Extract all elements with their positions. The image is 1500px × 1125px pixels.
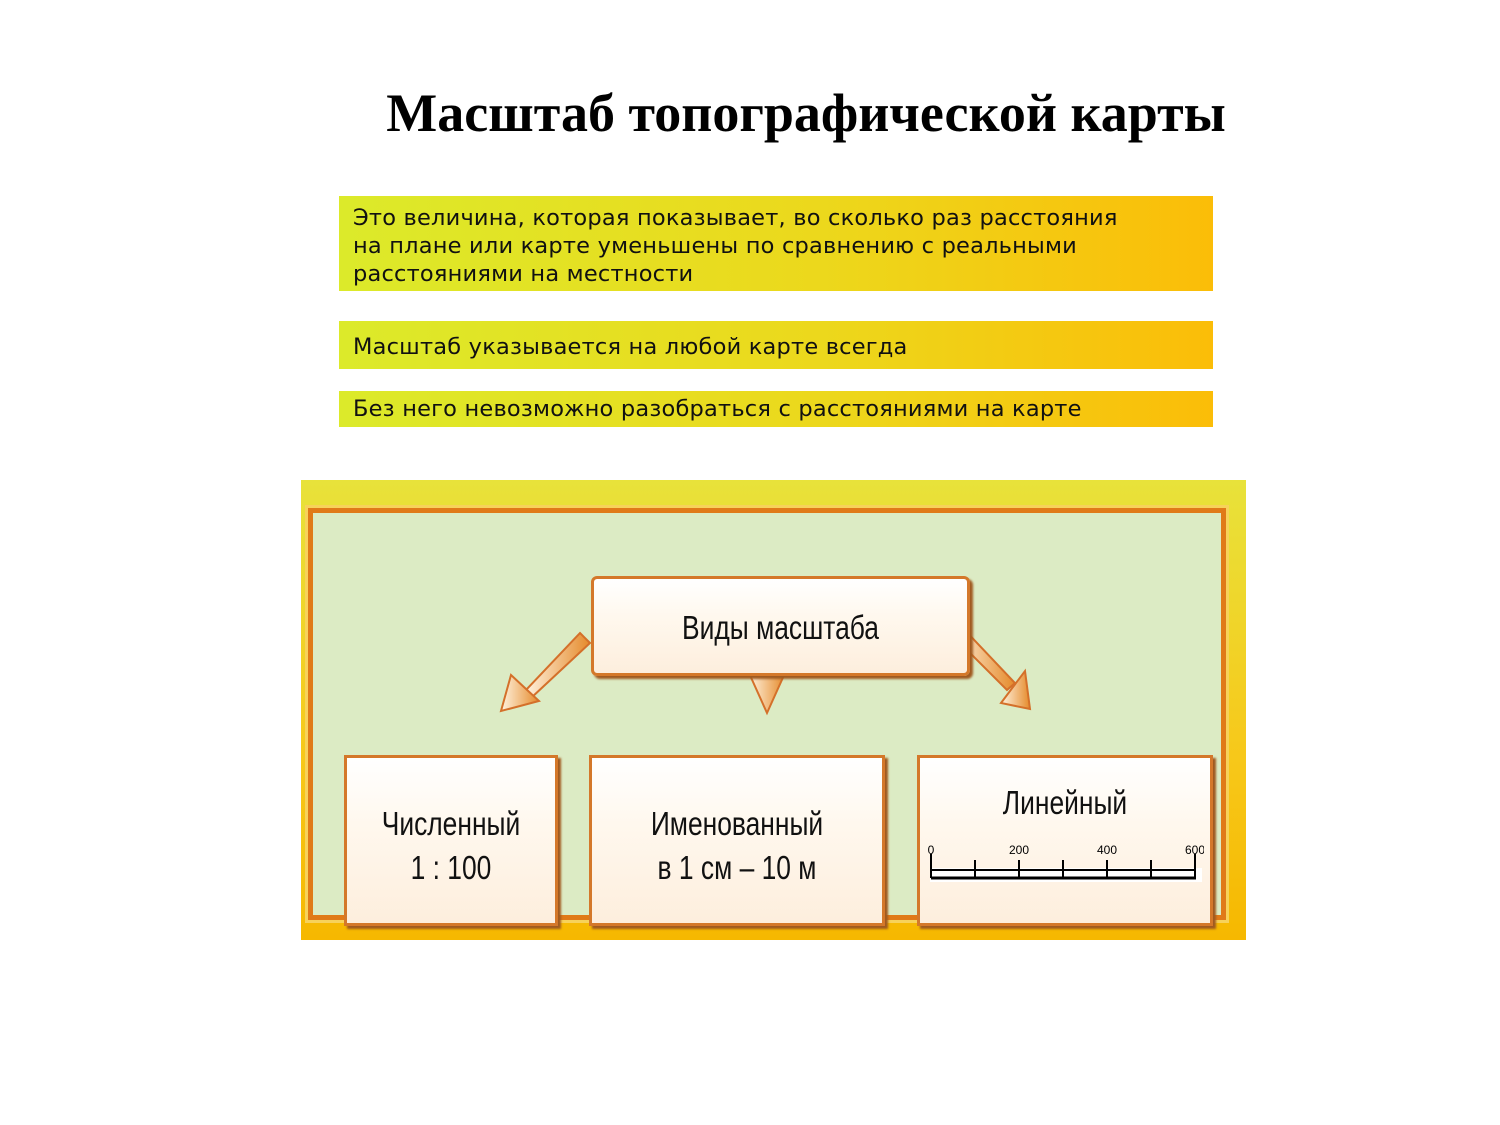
scale-label: 200 (1009, 843, 1029, 857)
linear-scale-box: Линейный 0 200 400 600 (917, 755, 1213, 926)
numeric-scale-box: Численный 1 : 100 (344, 755, 558, 926)
definition-line: расстояниями на местности (353, 261, 694, 287)
diagram-frame: Виды масштаба Численный 1 : 100 Именован… (308, 508, 1226, 926)
slide-title: Масштаб топографической карты (386, 83, 1226, 143)
scale-bar: 0 200 400 600 (928, 843, 1204, 882)
definition-banner: Это величина, которая показывает, во ско… (339, 196, 1213, 291)
type-name: Линейный (1002, 784, 1128, 821)
scale-label: 400 (1097, 843, 1117, 857)
always-shown-banner: Масштаб указывается на любой карте всегд… (339, 321, 1213, 369)
arrow-left-icon (499, 631, 592, 713)
definition-line: Это величина, которая показывает, во ско… (353, 205, 1118, 231)
root-box: Виды масштаба (591, 576, 970, 676)
type-example: в 1 см – 10 м (657, 849, 817, 886)
type-name: Численный (381, 805, 521, 842)
type-name: Именованный (650, 805, 824, 842)
scale-label: 600 (1185, 843, 1204, 857)
scale-types-diagram: Виды масштаба Численный 1 : 100 Именован… (301, 480, 1246, 940)
root-label: Виды масштаба (682, 609, 879, 646)
named-scale-box: Именованный в 1 см – 10 м (589, 755, 885, 926)
type-example: 1 : 100 (410, 849, 492, 886)
scale-label: 0 (928, 843, 935, 857)
importance-banner: Без него невозможно разобраться с рассто… (339, 391, 1213, 427)
definition-line: на плане или карте уменьшены по сравнени… (353, 233, 1077, 259)
